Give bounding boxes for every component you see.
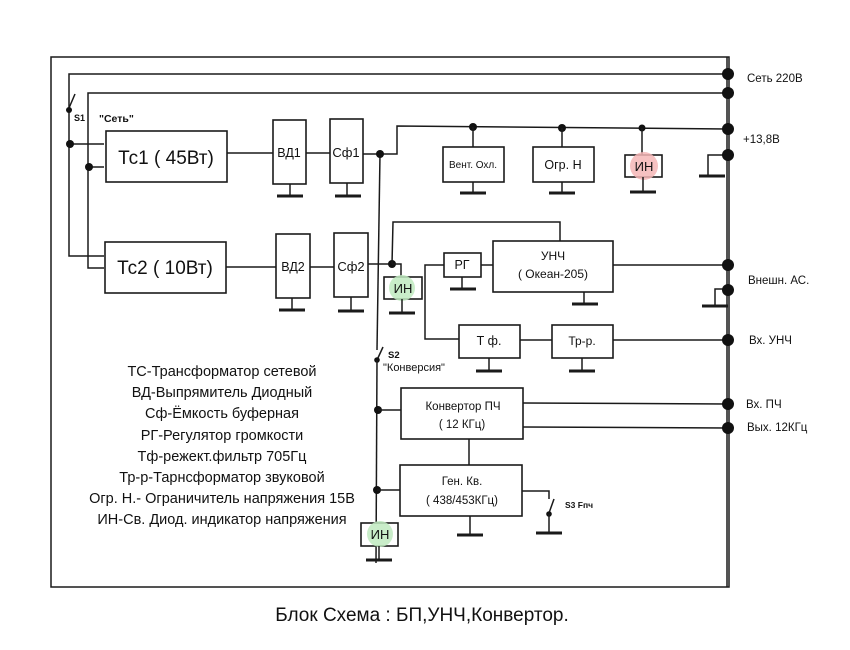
indicator-glow-red	[630, 152, 658, 180]
terminal-if-in: Вх. ПЧ	[746, 399, 782, 411]
diagram-caption: Блок Схема : БП,УНЧ,Конвертор.	[0, 605, 850, 627]
block-tf	[458, 324, 521, 359]
label-vent: Вент. Охл.	[449, 160, 497, 171]
legend-item: ВД-Выпрямитель Диодный	[131, 385, 313, 402]
terminal-mains: Сеть 220В	[747, 73, 803, 85]
terminal-dot	[722, 123, 734, 135]
block-vent	[442, 146, 505, 183]
label-gen-2: ( 438/453КГц)	[426, 495, 498, 507]
terminal-dot	[722, 87, 734, 99]
label-tc1: Тс1 ( 45Вт)	[118, 148, 214, 169]
label-unch-1: УНЧ	[541, 249, 565, 263]
legend-item: Огр. Н.- Ограничитель напряжения 15В	[89, 491, 355, 508]
label-unch-2: ( Океан-205)	[518, 267, 588, 281]
junction-dot	[66, 140, 74, 148]
label-s2-name: "Конверсия"	[383, 362, 445, 374]
label-tc2: Тс2 ( 10Вт)	[117, 258, 213, 279]
legend-item: Тф-режект.фильтр 705Гц	[137, 448, 307, 465]
block-converter	[400, 387, 524, 440]
label-ogr: Огр. Н	[544, 158, 581, 172]
legend-item: Сф-Ёмкость буферная	[145, 406, 299, 423]
label-in-mid: ИН	[394, 281, 413, 296]
label-in-top: ИН	[635, 159, 654, 174]
label-sf1: Сф1	[332, 145, 359, 160]
label-sf2: Сф2	[337, 259, 364, 274]
terminal-dot	[722, 149, 734, 161]
terminal-dot	[722, 334, 734, 346]
terminal-dot	[722, 398, 734, 410]
label-in-bot: ИН	[371, 527, 390, 542]
terminal-out-12k: Вых. 12КГц	[747, 422, 808, 434]
label-conv-2: ( 12 КГц)	[439, 419, 486, 431]
block-tc1	[105, 130, 228, 183]
junction-dot	[376, 150, 384, 158]
indicator-glow-green	[389, 275, 415, 301]
switch-s3	[548, 498, 555, 514]
block-trr	[551, 324, 614, 359]
block-generator	[399, 464, 523, 517]
indicator-glow-green	[367, 521, 393, 547]
terminal-dot	[722, 284, 734, 296]
label-s1-name: "Сеть"	[99, 113, 134, 125]
label-s3: S3 Fпч	[565, 500, 593, 510]
block-tc2	[104, 241, 227, 294]
block-sf2	[333, 232, 369, 298]
s1-pivot-dot	[66, 107, 72, 113]
label-vd1: ВД1	[277, 146, 301, 160]
legend-item: РГ-Регулятор громкости	[140, 427, 304, 444]
junction-dot	[85, 163, 93, 171]
label-vd2: ВД2	[281, 260, 305, 274]
caption-text: Блок Схема : БП,УНЧ,Конвертор.	[275, 605, 569, 626]
terminal-amp-in: Вх. УНЧ	[749, 335, 792, 347]
legend-item: ТС-Трансформатор сетевой	[127, 364, 317, 380]
terminal-dot	[722, 422, 734, 434]
block-ogr	[532, 146, 595, 183]
block-vd1	[272, 119, 307, 185]
terminal-dot	[722, 68, 734, 80]
mains-wiring	[68, 73, 727, 269]
legend-item: Тр-р-Тарнсформатор звуковой	[119, 470, 325, 487]
block-unch	[492, 240, 614, 293]
legend: ТС-Трансформатор сетевой ВД-Выпрямитель …	[52, 362, 392, 532]
terminal-ext-speakers: Внешн. АС.	[748, 275, 809, 287]
block-vd2	[275, 233, 311, 299]
terminal-dot	[722, 259, 734, 271]
label-conv-1: Конвертор ПЧ	[425, 401, 500, 413]
label-s2: S2	[388, 350, 400, 361]
label-s1: S1	[74, 113, 85, 123]
label-rg: РГ	[454, 258, 469, 272]
outer-frame	[50, 56, 730, 588]
legend-item: ИН-Св. Диод. индикатор напряжения	[97, 512, 347, 529]
terminal-supply: +13,8В	[743, 134, 780, 146]
label-trr: Тр-р.	[568, 334, 595, 348]
label-tf: Т ф.	[477, 334, 502, 348]
label-gen-1: Ген. Кв.	[442, 476, 483, 488]
